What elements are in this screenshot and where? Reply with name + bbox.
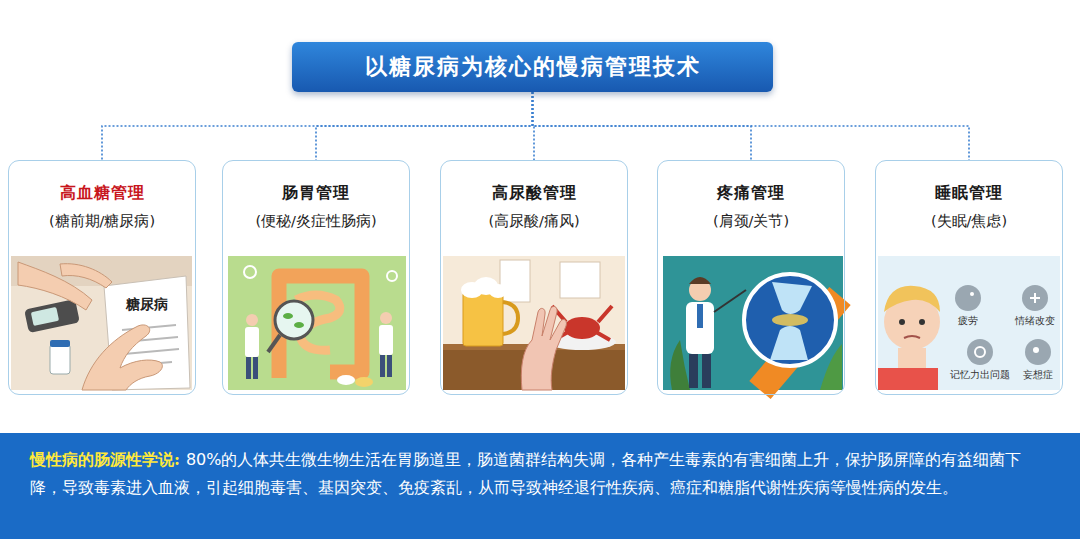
card-heading: 疼痛管理 xyxy=(664,183,838,204)
glucose-illustration-part xyxy=(31,307,59,326)
pain-illustration-part xyxy=(689,277,711,284)
category-card: 高血糖管理 (糖前期/糖尿病) xyxy=(8,160,196,395)
sleep-illustration-part xyxy=(970,292,974,296)
glucose-illustration-part xyxy=(60,264,112,288)
pain-illustration-part xyxy=(770,326,808,360)
title-box: 以糖尿病为核心的慢病管理技术 xyxy=(292,42,773,92)
sleep-illustration xyxy=(878,256,1060,390)
pain-illustration-part xyxy=(689,354,698,388)
card-heading: 高尿酸管理 xyxy=(447,183,621,204)
pain-illustration-part xyxy=(697,304,703,328)
sleep-illustration-part xyxy=(878,368,938,390)
gut-illustration-part xyxy=(294,322,304,328)
category-card: 睡眠管理 (失眠/焦虑) xyxy=(875,160,1063,395)
gut-illustration-part xyxy=(275,301,313,339)
tree-connector xyxy=(102,92,533,160)
glucose-illustration-part xyxy=(124,349,179,354)
gut-illustration-part xyxy=(387,271,397,281)
glucose-illustration xyxy=(11,256,192,390)
illustration-label: 疲劳 xyxy=(958,314,978,328)
uric-acid-illustration-part xyxy=(463,292,503,346)
gut-illustration-part xyxy=(228,256,406,390)
card-subtitle: (肩颈/关节) xyxy=(664,212,838,231)
sleep-illustration-part xyxy=(884,286,940,312)
glucose-illustration-part xyxy=(24,299,80,333)
sleep-illustration-part xyxy=(898,348,926,368)
sleep-illustration-part xyxy=(1030,293,1040,303)
gut-illustration-part xyxy=(355,377,373,387)
gut-illustration xyxy=(228,256,406,390)
gut-illustration-part xyxy=(246,357,251,379)
pain-illustration-part xyxy=(714,290,746,312)
gut-illustration-part xyxy=(244,266,256,278)
glucose-illustration-part xyxy=(50,344,70,374)
uric-acid-illustration-part xyxy=(521,306,566,390)
sleep-illustration-part xyxy=(1025,339,1051,365)
sleep-illustration-part xyxy=(904,336,920,338)
sleep-illustration-part xyxy=(1022,285,1048,311)
sleep-illustration-part xyxy=(967,339,993,365)
title-text: 以糖尿病为核心的慢病管理技术 xyxy=(365,52,701,82)
card-heading: 睡眠管理 xyxy=(882,183,1056,204)
category-card: 肠胃管理 (便秘/炎症性肠病) xyxy=(222,160,410,395)
uric-acid-illustration-part xyxy=(503,302,518,334)
gut-illustration-part xyxy=(253,357,258,379)
pain-illustration-part xyxy=(772,314,808,326)
card-heading: 高血糖管理 xyxy=(15,183,189,204)
category-card: 高尿酸管理 (高尿酸/痛风) xyxy=(440,160,628,395)
gut-illustration-part xyxy=(379,325,393,355)
category-card: 疼痛管理 (肩颈/关节) xyxy=(657,160,845,395)
tree-connector xyxy=(533,92,970,160)
card-subtitle: (失眠/焦虑) xyxy=(882,212,1056,231)
tree-connector xyxy=(316,92,533,160)
sleep-illustration-part xyxy=(955,285,981,311)
pain-illustration-part xyxy=(702,354,711,388)
card-heading: 肠胃管理 xyxy=(229,183,403,204)
uric-acid-illustration xyxy=(443,256,625,390)
uric-acid-illustration-part xyxy=(489,284,507,298)
sleep-illustration-part xyxy=(919,319,925,325)
card-subtitle: (便秘/炎症性肠病) xyxy=(229,212,403,231)
glucose-illustration-part xyxy=(50,340,70,347)
gut-illustration-part xyxy=(380,355,385,377)
illustration-label: 糖尿病 xyxy=(126,296,168,314)
card-subtitle: (高尿酸/痛风) xyxy=(447,212,621,231)
gut-illustration-part xyxy=(387,355,392,377)
sleep-illustration-part xyxy=(1033,347,1039,353)
gut-illustration-part xyxy=(283,313,293,319)
pain-illustration-part xyxy=(663,256,843,390)
gut-illustration-part xyxy=(268,335,280,352)
gut-illustration-part xyxy=(337,375,355,385)
sleep-illustration-part xyxy=(899,319,905,325)
sleep-illustration-part xyxy=(878,256,1060,390)
uric-acid-illustration-part xyxy=(564,317,600,339)
glucose-illustration-part xyxy=(11,256,192,390)
illustration-label: 情绪改变 xyxy=(1015,314,1055,328)
note-band: 慢性病的肠源性学说:80%的人体共生微生物生活在胃肠道里，肠道菌群结构失调，各种… xyxy=(0,433,1080,539)
illustration-label: 妄想症 xyxy=(1023,368,1053,382)
uric-acid-illustration-part xyxy=(560,262,600,298)
sleep-illustration-part xyxy=(975,347,985,357)
note-heading: 慢性病的肠源性学说: xyxy=(30,450,180,469)
card-subtitle: (糖前期/糖尿病) xyxy=(15,212,189,231)
uric-acid-illustration-part xyxy=(443,256,625,390)
illustration-label: 记忆力出问题 xyxy=(950,368,1010,382)
pain-illustration-part xyxy=(772,282,812,314)
gut-illustration-part xyxy=(380,312,392,324)
gut-illustration-part xyxy=(245,327,259,357)
pain-illustration-part xyxy=(744,274,836,366)
pain-illustration xyxy=(663,256,843,390)
pain-illustration-part xyxy=(686,302,714,354)
glucose-illustration-part xyxy=(82,325,162,390)
gut-illustration-part xyxy=(246,314,258,326)
tree-connector xyxy=(533,92,752,160)
